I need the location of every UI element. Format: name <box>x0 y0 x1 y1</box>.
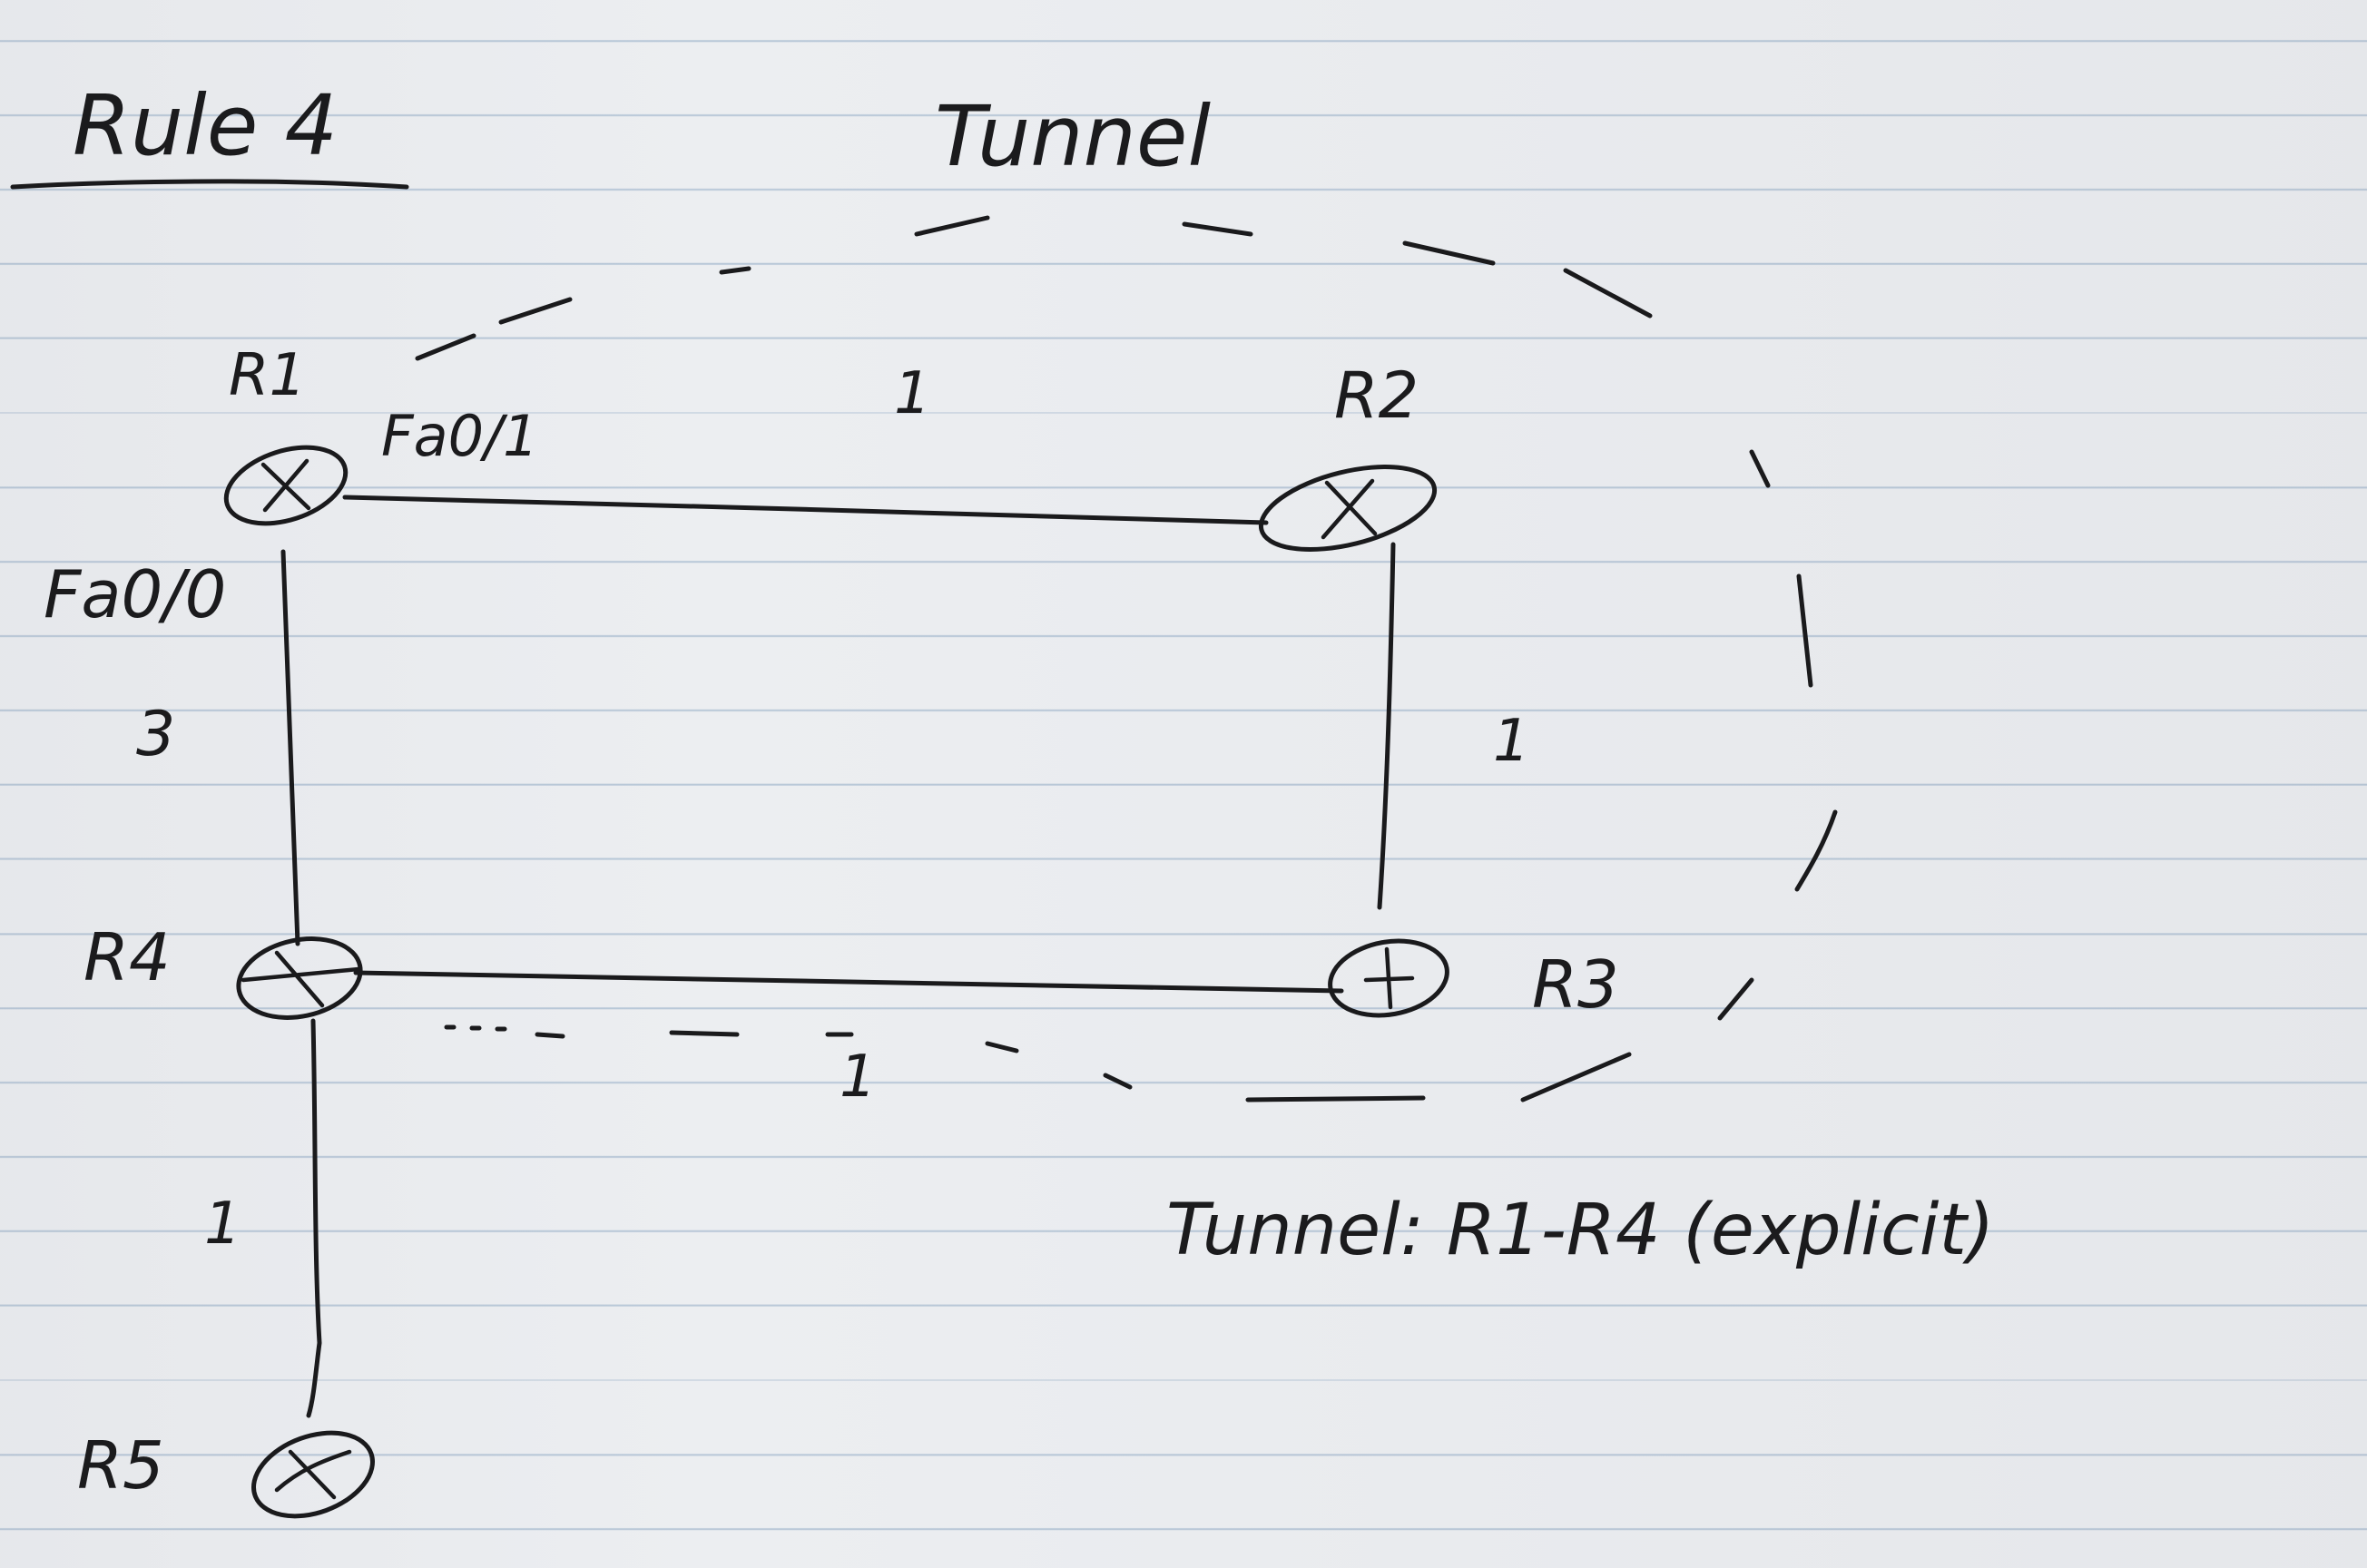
router-r1 <box>223 445 349 526</box>
tunnel-path-dashes <box>415 215 1838 1102</box>
router-r3 <box>1328 938 1449 1018</box>
cost-label-r2-r3: 1 <box>1493 708 1530 775</box>
tunnel-title: Tunnel <box>935 88 1211 185</box>
router-r2 <box>1258 465 1438 552</box>
title-underline <box>10 179 409 190</box>
page-title: Rule 4 <box>73 77 338 174</box>
link-r4-r5 <box>306 1018 322 1418</box>
interface-label-r1-right: Fa0/1 <box>381 403 538 469</box>
router-label-r4: R4 <box>83 919 171 995</box>
cost-label-r4-r5: 1 <box>204 1191 241 1258</box>
link-r4-r3 <box>353 970 1344 994</box>
router-label-r1: R1 <box>229 342 306 409</box>
link-r1-r2 <box>342 495 1269 525</box>
tunnel-note: Tunnel: R1-R4 (explicit) <box>1166 1190 1994 1271</box>
link-r2-r3 <box>1377 542 1396 910</box>
cost-label-tunnel-bottom: 1 <box>840 1044 877 1111</box>
link-r1-r4 <box>280 549 300 946</box>
cost-label-r1-r2: 1 <box>894 360 931 427</box>
router-label-r2: R2 <box>1334 358 1419 433</box>
router-r4 <box>236 936 363 1020</box>
router-r5 <box>251 1430 375 1519</box>
interface-label-r1-down: Fa0/0 <box>44 556 226 632</box>
cost-label-r1-r4: 3 <box>136 699 175 770</box>
router-label-r3: R3 <box>1532 946 1619 1023</box>
router-label-r5: R5 <box>77 1427 164 1504</box>
